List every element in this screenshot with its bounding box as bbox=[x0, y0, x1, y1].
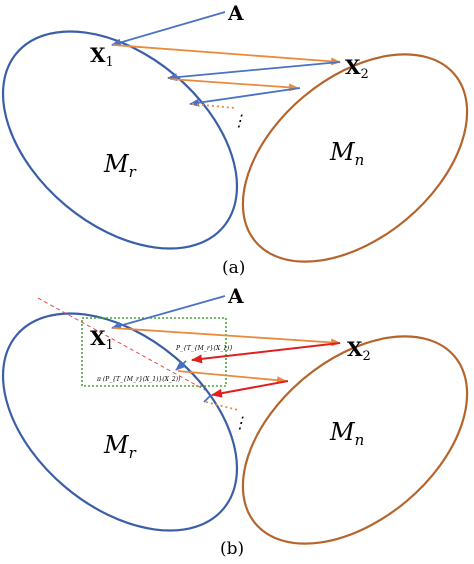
label-x2-base: X bbox=[347, 337, 363, 361]
label-mr-base: M bbox=[103, 150, 130, 178]
caption-a: (a) bbox=[222, 258, 245, 278]
manifold-n-ellipse bbox=[241, 53, 469, 263]
arrow-retraction-2 bbox=[203, 395, 211, 403]
caption-b: (b) bbox=[220, 539, 244, 559]
label-x1-sub: 1 bbox=[106, 55, 114, 70]
arrow-x2-to-tangent bbox=[191, 342, 341, 364]
label-mr-base: M bbox=[103, 431, 130, 459]
dotted-continuation bbox=[191, 103, 237, 109]
label-a: A bbox=[227, 284, 244, 308]
arrow-mr-to-mn bbox=[177, 370, 287, 385]
label-mn-base: M bbox=[329, 418, 356, 446]
arrow-x1-to-x2 bbox=[112, 44, 341, 66]
label-mr: Mr bbox=[103, 431, 137, 462]
arrow-a-to-x1 bbox=[111, 11, 226, 47]
label-x1-sub: 1 bbox=[106, 338, 114, 353]
label-mr: Mr bbox=[103, 150, 137, 181]
label-mr-sub: r bbox=[129, 444, 137, 462]
arrow-a-to-x1 bbox=[111, 295, 226, 330]
dotted-continuation bbox=[205, 401, 239, 411]
annotation-upper: P_{T_{M_r}(X_1)} bbox=[175, 345, 233, 352]
label-a: A bbox=[227, 1, 244, 25]
manifold-r-ellipse bbox=[1, 312, 239, 532]
label-x2-sub: 2 bbox=[363, 349, 371, 364]
label-mn: Mn bbox=[329, 138, 364, 169]
label-x1-base: X bbox=[90, 43, 106, 67]
arrow-x1-to-x2 bbox=[112, 327, 341, 347]
label-x2-base: X bbox=[345, 55, 361, 79]
panel-a: A X1 X2 ⋮ Mr Mn (a) bbox=[1, 1, 469, 278]
ellipsis-dots: ⋮ bbox=[231, 111, 247, 130]
label-x2: X2 bbox=[345, 55, 369, 82]
label-x2-sub: 2 bbox=[361, 67, 369, 82]
label-x2: X2 bbox=[347, 337, 371, 364]
annotation-lower: π (P_{T_{M_r}(X_1)}(X_2)) bbox=[96, 376, 181, 383]
projection-box bbox=[81, 317, 227, 387]
arrow-mn-to-mr-2 bbox=[189, 87, 301, 107]
tangent-line bbox=[37, 297, 206, 391]
label-mn-sub: n bbox=[355, 151, 365, 169]
label-x1-base: X bbox=[90, 326, 106, 350]
arrow-x2-to-mr-1 bbox=[167, 61, 341, 82]
ellipsis-dots: ⋮ bbox=[232, 413, 248, 432]
label-mr-sub: r bbox=[129, 163, 137, 181]
manifold-n-ellipse bbox=[241, 335, 469, 545]
panel-b: A X1 X2 P_{T_{M_r}(X_1)} π (P_{T_{M_r}(X… bbox=[1, 284, 469, 559]
arrow-mr-to-mn-1 bbox=[169, 78, 299, 92]
label-mn: Mn bbox=[329, 418, 364, 449]
arrow-mn-to-mr bbox=[211, 380, 289, 398]
manifold-r-ellipse bbox=[1, 30, 239, 250]
label-x1: X1 bbox=[90, 43, 114, 70]
label-mn-sub: n bbox=[355, 431, 365, 449]
arrow-retraction bbox=[175, 360, 187, 371]
label-mn-base: M bbox=[329, 138, 356, 166]
label-x1: X1 bbox=[90, 326, 114, 353]
